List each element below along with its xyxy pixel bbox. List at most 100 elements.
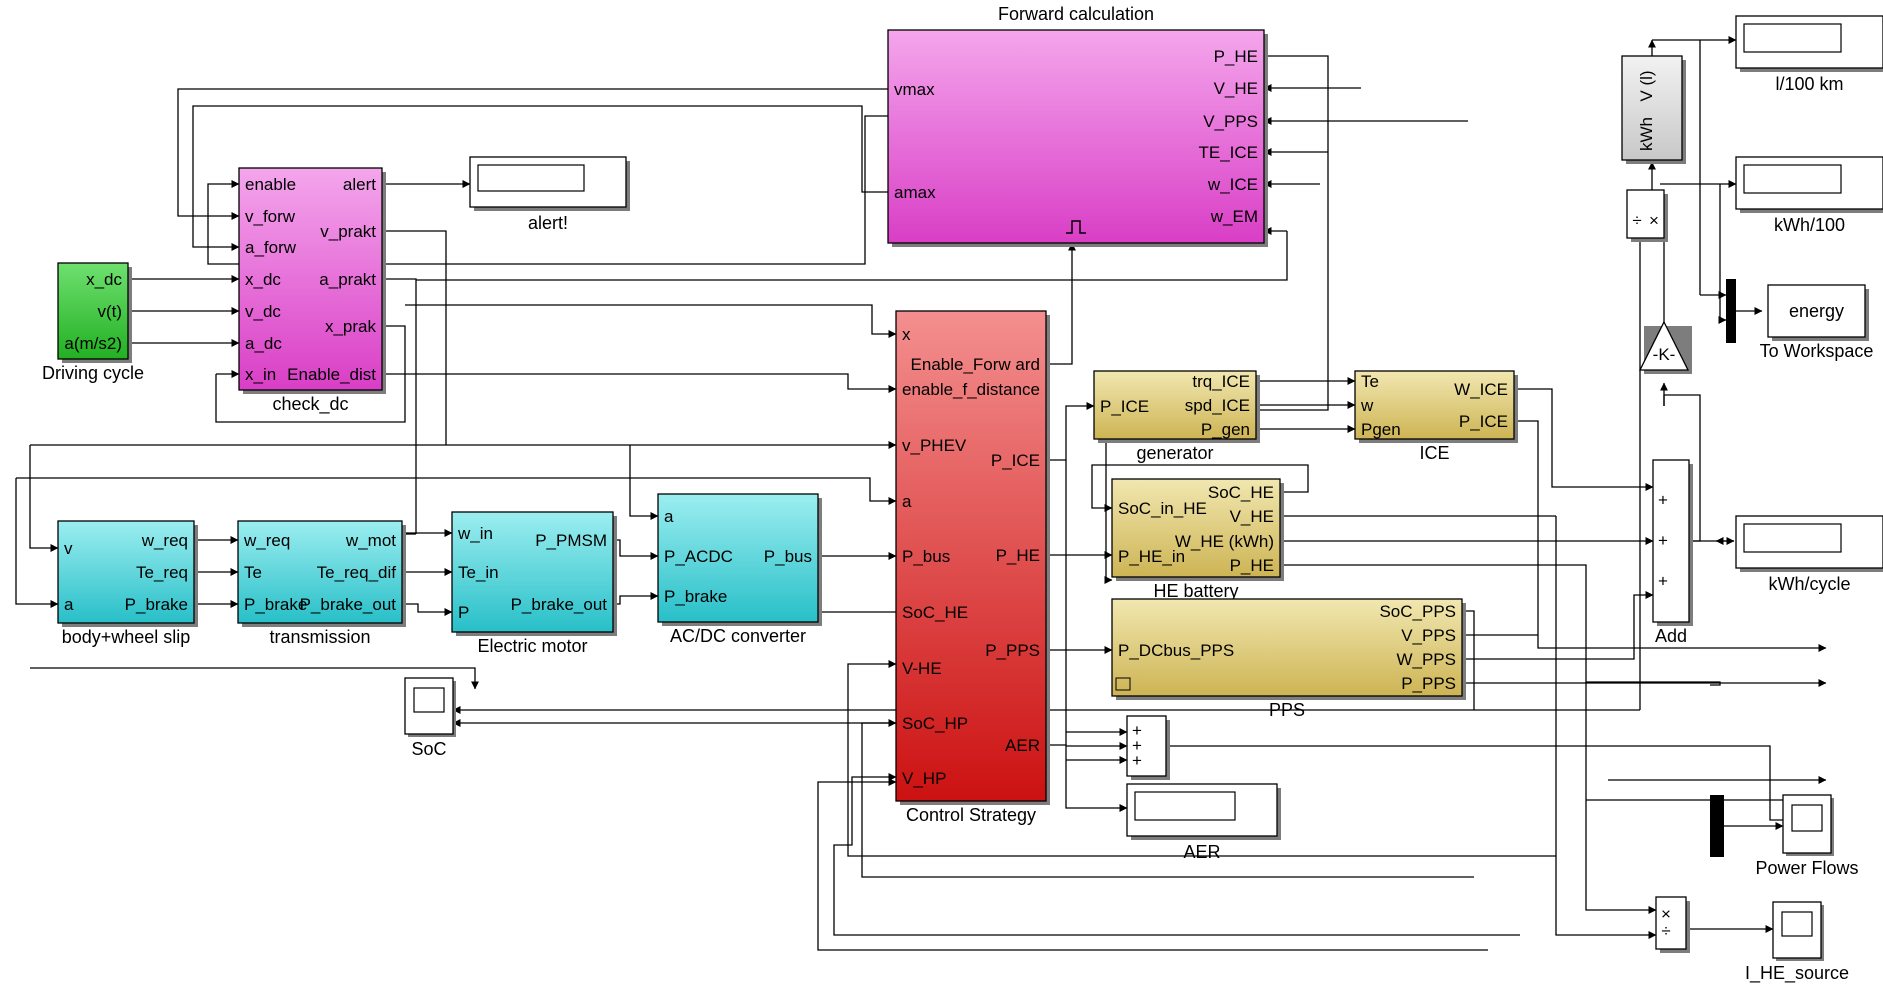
output-port-label: Te_req [136,563,188,582]
input-port-label: SoC_in_HE [1118,499,1207,518]
gain-value: -K- [1653,345,1676,364]
output-port-label: W_ICE [1454,380,1508,399]
output-port-label: alert [343,175,376,194]
input-port-label: P_ACDC [664,547,733,566]
input-port-label: v [64,539,73,558]
gain-block[interactable]: -K- [1638,320,1692,374]
block-name: l/100 km [1775,74,1843,94]
output-port-label: v(t) [97,302,122,321]
output-port-label: x_prak [325,317,377,336]
input-port-label: v_dc [245,302,281,321]
input-port-label: V-HE [902,659,942,678]
input-port-label: a_dc [245,334,282,353]
operator-sign: ÷ [1632,211,1641,230]
mux-energy-block[interactable] [1726,279,1736,343]
block-name: Power Flows [1755,858,1858,878]
block-name: Control Strategy [906,805,1036,825]
scope-screen-icon [1781,911,1813,937]
disp-kwh100-block[interactable]: kWh/100 [1735,156,1883,235]
output-port-label: P_PMSM [535,531,607,550]
block-name: I_HE_source [1745,963,1849,984]
input-port-label: P_HE_in [1118,547,1185,566]
output-port-label: v_prakt [320,222,376,241]
conversion-unit-bottom: kWh [1637,117,1656,151]
forward-calc-block[interactable]: vmaxamaxP_HEV_HEV_PPSTE_ICEw_ICEw_EMForw… [887,4,1268,247]
check-dc-block[interactable]: enablev_forwa_forwx_dcv_dca_dcx_inalertv… [238,167,386,415]
input-port-label: a [664,507,674,526]
display-readout [1743,523,1842,553]
input-port-label: P [458,603,469,622]
operator-sign: + [1132,736,1142,755]
input-port-label: a [64,595,74,614]
control-strategy-block[interactable]: xenable_f_distancev_PHEVaP_busSoC_HEV-HE… [895,310,1050,825]
input-port-label: w_in [457,524,493,543]
pulse-icon [1066,220,1086,234]
output-port-label: a(m/s2) [64,334,122,353]
input-port-label: vmax [894,80,935,99]
block-name: Driving cycle [42,363,144,383]
sum3-block[interactable]: +++ [1126,715,1170,780]
output-port-label: w_req [141,531,188,550]
output-port-label: Enable_Forw ard [911,355,1040,374]
output-port-label: W_HE (kWh) [1175,532,1274,551]
mux-bar [1710,795,1724,857]
input-port-label: P_brake [244,595,307,614]
output-port-label: P_PPS [985,641,1040,660]
transmission-block[interactable]: w_reqTeP_brakew_motTe_req_difP_brake_out… [237,520,406,647]
add-block[interactable]: +++Add [1652,459,1693,646]
output-port-label: P_bus [764,547,812,566]
disp-alert-block[interactable]: alert! [469,156,630,233]
scope-power-block[interactable]: Power Flows [1755,794,1859,878]
disp-l100-block[interactable]: l/100 km [1735,15,1883,94]
input-port-label: Te_in [458,563,499,582]
output-port-label: SoC_PPS [1379,602,1456,621]
block-name: kWh/100 [1774,215,1845,235]
operator-sign: × [1649,211,1659,230]
output-port-label: Enable_dist [287,365,376,384]
disp-aer-block[interactable]: AER [1126,783,1281,862]
divide1-block[interactable]: ÷× [1626,189,1668,242]
subsystem-icon [1115,677,1131,691]
block-name: AER [1183,842,1220,862]
input-port-label: w_req [243,531,290,550]
output-port-label: trq_ICE [1192,372,1250,391]
output-port-label: w_ICE [1207,175,1258,194]
operator-sign: + [1132,751,1142,770]
operator-sign: + [1658,572,1668,591]
output-port-label: a_prakt [319,270,376,289]
output-port-label: P_brake [125,595,188,614]
mux-power-block[interactable] [1710,795,1724,857]
block-name: Electric motor [477,636,587,656]
block-name: Add [1655,626,1687,646]
scope-ihe-block[interactable]: I_HE_source [1745,901,1849,984]
output-port-label: spd_ICE [1185,396,1250,415]
output-port-label: W_PPS [1396,650,1456,669]
divide2-block[interactable]: ×÷ [1655,896,1690,953]
block-name: generator [1136,443,1213,463]
conv-kwh-l-block[interactable]: V (l)kWh [1621,55,1686,164]
output-port-label: P_HE [1230,556,1274,575]
display-readout [1134,791,1236,821]
scope-screen-icon [1791,804,1823,832]
disp-kwhcycle-block[interactable]: kWh/cycle [1735,515,1883,594]
input-port-label: x [902,325,911,344]
block-name: kWh/cycle [1768,574,1850,594]
output-port-label: P_brake_out [300,595,397,614]
scope-soc-block[interactable]: SoC [404,677,456,759]
scope-screen-icon [413,687,445,713]
output-port-label: P_brake_out [511,595,608,614]
driving-cycle-block[interactable]: x_dc v(t) a(m/s2) Driving cycle [42,262,144,383]
output-port-label: P_HE [996,546,1040,565]
output-port-label: x_dc [86,270,122,289]
input-port-label: P_ICE [1100,397,1149,416]
input-port-label: x_in [245,365,276,384]
